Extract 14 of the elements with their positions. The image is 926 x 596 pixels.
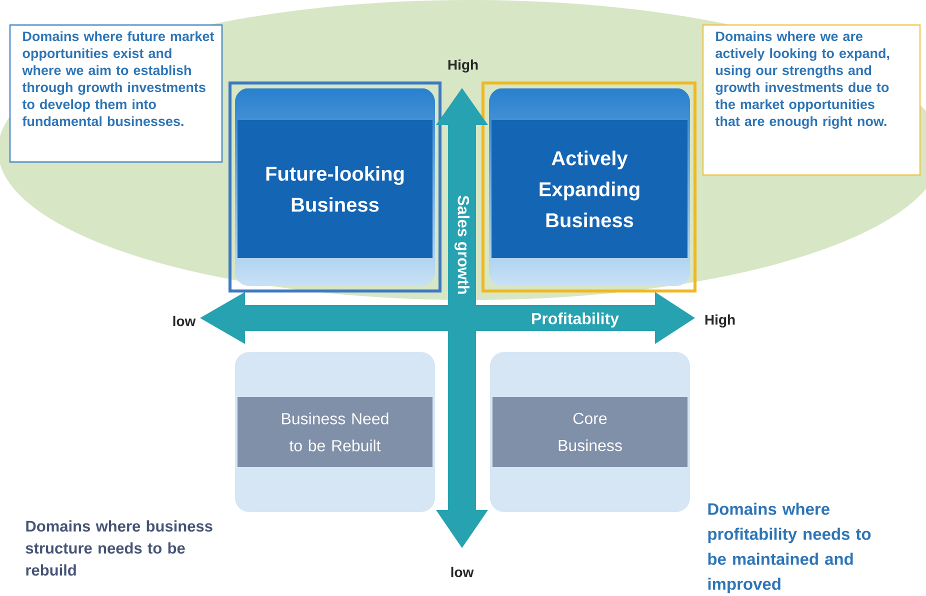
axis-label: low xyxy=(173,316,196,326)
axis-title: Sales growth xyxy=(454,196,470,294)
description-text: Domains where business structure needs to be rebuild xyxy=(26,520,212,576)
quadrant-tile: Business Need to be Rebuilt xyxy=(235,352,435,512)
axis-title: Profitability xyxy=(532,312,619,328)
quadrant-tile: Core Business xyxy=(490,352,690,512)
axis-label: High xyxy=(448,59,478,73)
description-box: Domains where future market opportunities exist and where we aim to establish through growth investments to develop them into fundamental businesses. xyxy=(9,24,223,163)
axis-label: low xyxy=(451,566,474,578)
description-text: Domains where profitability needs to be maintained and improved xyxy=(708,502,871,594)
quadrant-tile: Future-looking Business xyxy=(238,120,432,258)
quadrant-tile: Actively Expanding Business xyxy=(492,120,688,258)
axis-label: High xyxy=(705,314,735,328)
description-box: Domains where we are actively looking to expand, using our strengths and growth investments due to the market opportunities that are enough right now. xyxy=(702,24,921,176)
